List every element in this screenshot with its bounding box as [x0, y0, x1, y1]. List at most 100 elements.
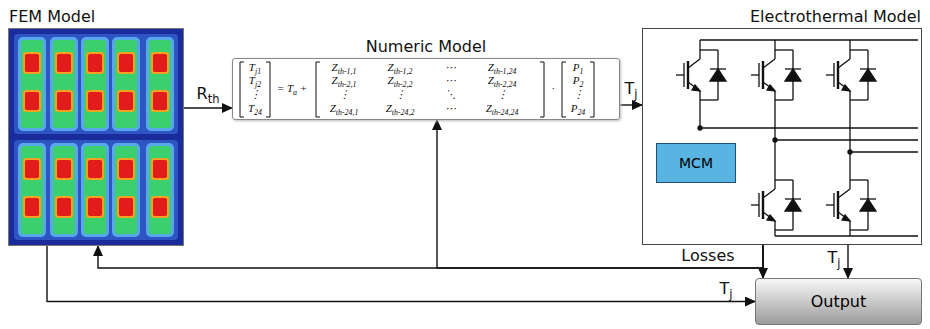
diode-symbol: [860, 69, 876, 81]
matrix-entry: Tj2: [249, 74, 261, 87]
matrix-bracket: [240, 62, 270, 117]
fem-hotspot: [151, 196, 169, 218]
wire: [688, 82, 700, 91]
fem-hotspot: [153, 92, 167, 110]
edge-label: Losses: [679, 247, 736, 265]
igbt-arrow: [767, 85, 775, 91]
wire: [758, 63, 759, 87]
fem-hotspot: [55, 90, 73, 112]
wire: [688, 59, 700, 68]
flow-arrow: [184, 107, 232, 108]
wire: [775, 99, 793, 100]
wire: [710, 68, 726, 69]
fem-hotspot: [23, 52, 41, 74]
igbt-symbol: [762, 61, 764, 89]
fem-hotspot: [88, 92, 102, 110]
matrix-entry: ⋮: [339, 88, 350, 100]
wire: [849, 100, 850, 180]
matrix-entry: T24: [248, 102, 262, 115]
wire: [775, 139, 918, 140]
fem-model-box: FEM Model: [8, 28, 184, 246]
wire: [774, 230, 775, 236]
wire: [838, 59, 850, 68]
junction-dot: [698, 126, 702, 130]
fem-hotspot: [119, 92, 133, 110]
fem-halo: [18, 37, 46, 131]
wire: [763, 189, 775, 198]
wire: [717, 50, 718, 69]
wire: [867, 50, 868, 69]
wire: [838, 189, 850, 198]
wire: [774, 50, 775, 59]
matrix-entry: ⋮: [395, 88, 406, 100]
matrix-entry: ·: [552, 82, 555, 94]
fem-hotspot: [57, 160, 71, 178]
output-box: Output: [755, 278, 922, 325]
wire: [850, 99, 868, 100]
wire: [838, 212, 850, 221]
fem-hotspot: [86, 52, 104, 74]
fem-hotspot: [55, 158, 73, 180]
fem-halo: [146, 143, 174, 237]
igbt-symbol: [837, 61, 839, 89]
wire: [849, 40, 850, 50]
wire: [849, 221, 850, 230]
fem-hotspot: [88, 198, 102, 216]
wire: [785, 198, 801, 199]
fem-chip: [149, 146, 171, 234]
wire: [850, 49, 868, 50]
electrothermal-box: Electrothermal ModelMCM: [642, 28, 922, 245]
diode-symbol: [785, 69, 801, 81]
fem-chip: [115, 146, 137, 234]
wire: [751, 204, 759, 205]
wire: [699, 40, 700, 50]
fem-hotspot: [23, 196, 41, 218]
matrix-entry: P2: [573, 74, 584, 87]
fem-ground: [8, 28, 184, 246]
fem-chip: [21, 146, 43, 234]
igbt-symbol: [837, 191, 839, 219]
box-text: Output: [811, 292, 867, 311]
igbt-arrow: [842, 215, 850, 221]
fem-chip: [84, 40, 106, 128]
matrix-entry: Tj1: [249, 61, 261, 74]
wire: [833, 193, 834, 217]
fem-halo: [81, 37, 109, 131]
matrix-entry: Zth-1,24: [488, 61, 517, 74]
wire: [775, 229, 793, 230]
fem-hotspot: [153, 54, 167, 72]
matrix-entry: P24: [571, 102, 586, 115]
wire: [850, 229, 868, 230]
wire: [850, 151, 918, 152]
wire: [700, 99, 718, 100]
diode-symbol: [785, 199, 801, 211]
fem-hotspot: [25, 54, 39, 72]
wire: [775, 179, 793, 180]
matrix-entry: Zth-2,1: [332, 74, 357, 87]
fem-hotspot: [119, 198, 133, 216]
junction-dot: [773, 138, 777, 142]
box-heading: FEM Model: [9, 7, 95, 26]
edge-label: Tj: [623, 80, 640, 98]
edge-label: Rth: [195, 85, 222, 103]
wire: [763, 59, 775, 68]
fem-hotspot: [119, 160, 133, 178]
wire: [774, 221, 775, 230]
fem-chip: [21, 40, 43, 128]
matrix-entry: ⋱: [445, 88, 456, 100]
matrix-entry: Zth-1,1: [332, 61, 357, 74]
diode-symbol: [860, 199, 876, 211]
wire: [860, 68, 876, 69]
wire: [849, 230, 850, 236]
matrix-entry: Zth-1,2: [388, 61, 413, 74]
fem-chip: [149, 40, 171, 128]
wire: [676, 74, 684, 75]
wire: [775, 235, 918, 236]
wire: [785, 68, 801, 69]
flow-arrow: [847, 245, 848, 278]
matrix-entry: Zth-24,2: [386, 102, 415, 115]
matrix-entry: ⋯: [445, 74, 456, 86]
wire: [774, 180, 775, 189]
wire: [792, 180, 793, 199]
mcm-block: MCM: [656, 143, 736, 183]
